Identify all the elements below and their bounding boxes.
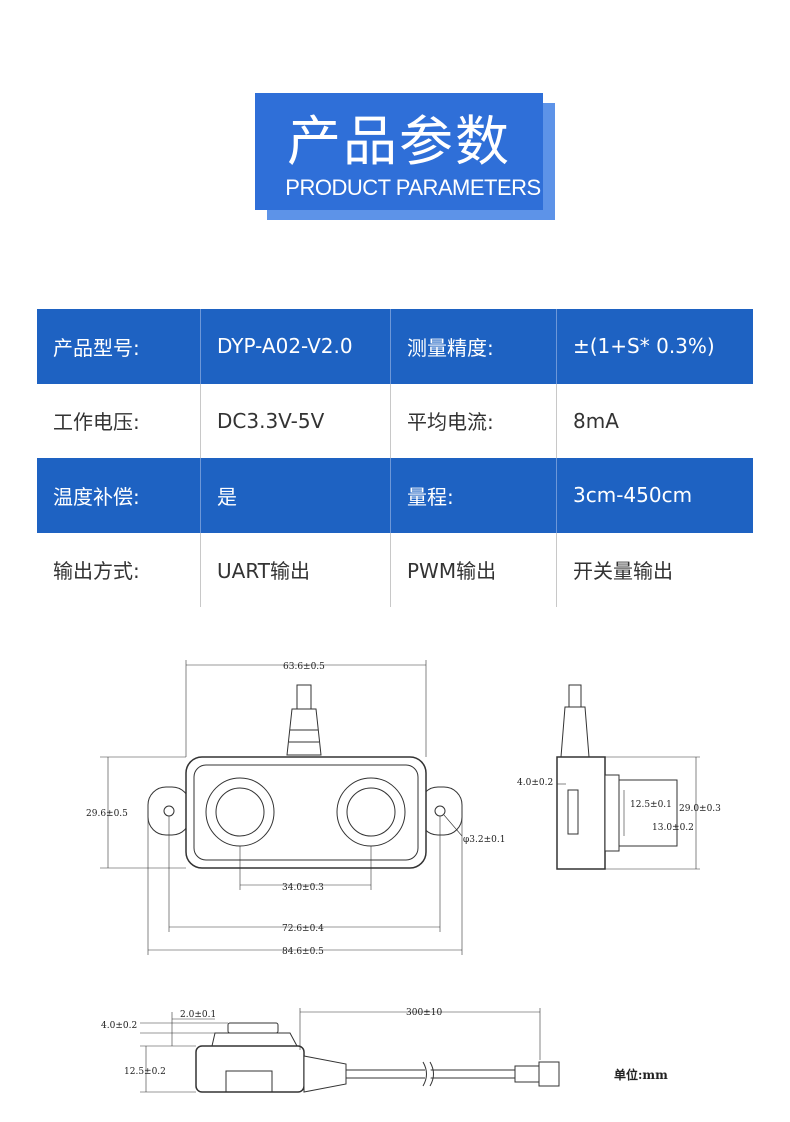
param-label: 温度补偿: xyxy=(37,458,201,533)
param-value: 3cm-450cm xyxy=(573,483,693,508)
table-row: 输出方式: UART输出 PWM输出 开关量输出 xyxy=(37,532,753,607)
param-value: 是 xyxy=(201,458,391,533)
unit-label: 单位:mm xyxy=(614,1067,668,1082)
dim-side-flange: 4.0±0.2 xyxy=(517,778,553,788)
dim-width-total: 84.6±0.5 xyxy=(282,947,324,957)
dim-side-inner: 12.5±0.1 xyxy=(630,800,672,810)
param-label: 产品型号: xyxy=(37,309,201,384)
dim-bottom-top-offset: 4.0±0.2 xyxy=(101,1021,137,1031)
dim-bottom-cable: 300±10 xyxy=(406,1008,442,1018)
page-subtitle: PRODUCT PARAMETERS xyxy=(285,175,541,200)
dim-bottom-height: 12.5±0.2 xyxy=(124,1067,166,1077)
param-value: DYP-A02-V2.0 xyxy=(201,309,391,384)
dim-bottom-step: 2.0±0.1 xyxy=(180,1010,216,1020)
param-value: UART输出 xyxy=(201,532,391,607)
page-title: 产品参数 xyxy=(287,110,511,173)
param-label: 输出方式: xyxy=(37,532,201,607)
dimension-drawing: 63.6±0.5 29.6±0.5 φ3.2±0.1 34.0±0.3 72.6… xyxy=(86,660,721,1093)
param-label: 平均电流: xyxy=(391,383,557,458)
dim-side-outer: 29.0±0.3 xyxy=(679,804,721,814)
table-row: 温度补偿: 是 量程: 3cm-450cm xyxy=(37,458,753,533)
param-value: ±(1+S* 0.3%) xyxy=(573,334,715,359)
param-value: PWM输出 xyxy=(391,532,557,607)
param-label: 量程: xyxy=(391,458,557,533)
dim-side-depth: 13.0±0.2 xyxy=(652,823,694,833)
dim-hole-spacing: 72.6±0.4 xyxy=(282,924,324,934)
param-value: 开关量输出 xyxy=(573,559,673,584)
param-label: 工作电压: xyxy=(37,383,201,458)
param-value: DC3.3V-5V xyxy=(201,383,391,458)
dim-hole: φ3.2±0.1 xyxy=(463,835,505,845)
table-row: 工作电压: DC3.3V-5V 平均电流: 8mA xyxy=(37,383,753,458)
title-badge xyxy=(255,93,543,210)
param-label: 测量精度: xyxy=(391,309,557,384)
dim-sensor-spacing: 34.0±0.3 xyxy=(282,883,324,893)
param-value: 8mA xyxy=(573,408,619,433)
table-row: 产品型号: DYP-A02-V2.0 测量精度: ±(1+S* 0.3%) xyxy=(37,309,753,384)
dim-height: 29.6±0.5 xyxy=(86,809,128,819)
dim-width-top: 63.6±0.5 xyxy=(283,662,325,672)
parameter-table: 产品型号: DYP-A02-V2.0 测量精度: ±(1+S* 0.3%) 工作… xyxy=(37,309,753,607)
